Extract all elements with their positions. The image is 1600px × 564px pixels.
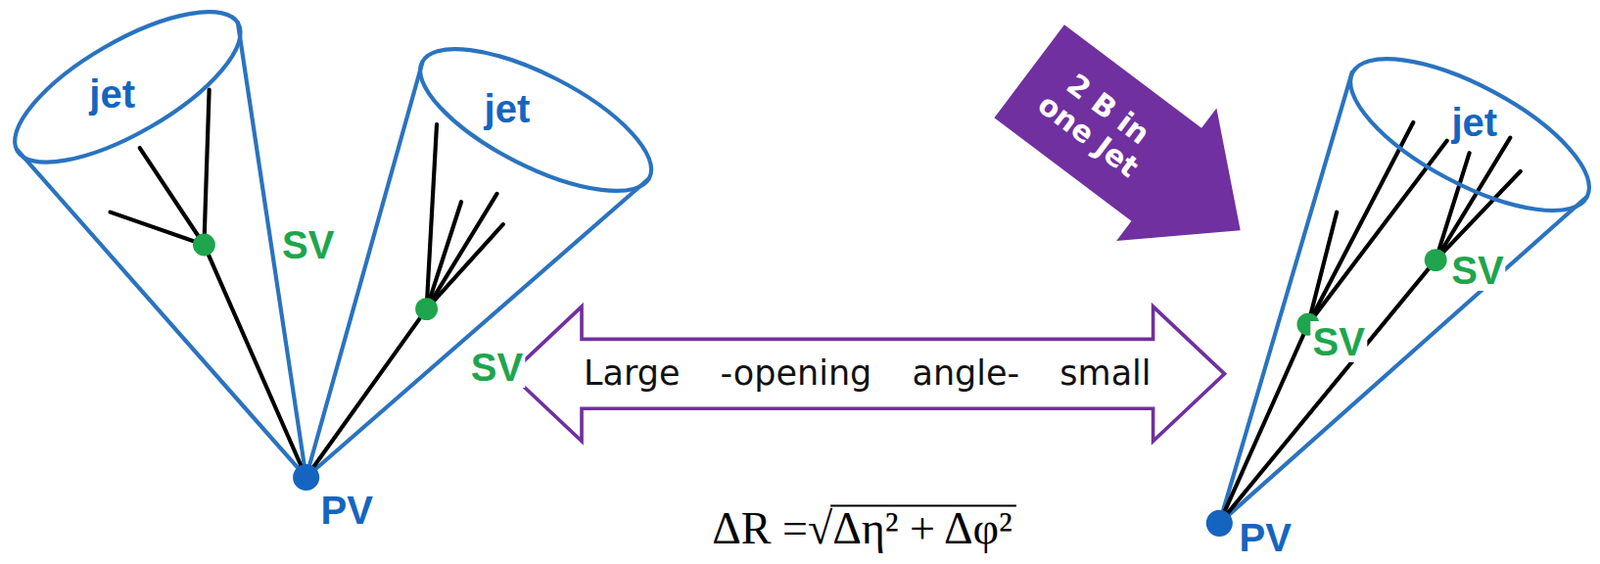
cone-edge xyxy=(306,62,424,478)
secondary-vertex-label: SV xyxy=(280,224,336,266)
decay-track xyxy=(203,90,209,245)
block-arrow-shape xyxy=(979,4,1291,297)
jet-ellipse xyxy=(401,21,671,220)
cone-edge xyxy=(306,178,650,477)
decay-track xyxy=(426,193,498,310)
primary-vertex-dot xyxy=(1206,510,1233,537)
decay-track xyxy=(1308,122,1413,325)
secondary-vertex-dot xyxy=(415,297,438,321)
jet-ellipse xyxy=(1329,29,1600,241)
jet-cone-opening: jet xyxy=(1347,55,1593,214)
jet-cone-lines xyxy=(17,22,1588,523)
node-outline xyxy=(417,46,655,194)
double-arrow-shape xyxy=(510,306,1224,442)
decay-track xyxy=(1435,171,1520,261)
jet-label: jet xyxy=(484,89,531,129)
decay-track xyxy=(426,201,462,309)
merge-block-arrow: 2 B in one Jet xyxy=(979,4,1291,297)
jet-ellipse xyxy=(0,0,262,190)
secondary-vertex-dot xyxy=(192,234,216,257)
b-hadron-track xyxy=(203,244,306,477)
b-hadron-track xyxy=(1219,324,1309,523)
decay-track xyxy=(140,147,205,245)
secondary-vertex-label: SV xyxy=(1311,321,1367,363)
decay-track xyxy=(110,212,205,245)
opening-angle-text: Large -opening angle- small xyxy=(583,356,1152,391)
particle-tracks xyxy=(110,90,1521,524)
secondary-vertex-dot xyxy=(1424,248,1448,272)
jet-cone-opening: jet xyxy=(417,46,655,194)
primary-vertex-label: PV xyxy=(319,489,376,531)
primary-vertex-label: PV xyxy=(1237,517,1294,559)
secondary-vertex-label: SV xyxy=(1449,249,1506,291)
cone-edge xyxy=(1219,72,1352,523)
opening-angle-double-arrow: Large -opening angle- small xyxy=(508,304,1227,444)
secondary-vertex-label: SV xyxy=(469,346,525,388)
jet-label: jet xyxy=(89,74,136,114)
cone-edge xyxy=(1219,196,1587,523)
delta-r-formula: ΔR =√Δη² + Δφ² xyxy=(711,506,1013,552)
jet-cone-opening: jet xyxy=(11,8,244,166)
decay-track xyxy=(426,224,504,309)
jet-label: jet xyxy=(1451,102,1498,142)
b-hadron-track xyxy=(306,309,427,478)
secondary-vertex-dots xyxy=(192,234,1448,336)
primary-vertex-dot xyxy=(292,464,320,491)
